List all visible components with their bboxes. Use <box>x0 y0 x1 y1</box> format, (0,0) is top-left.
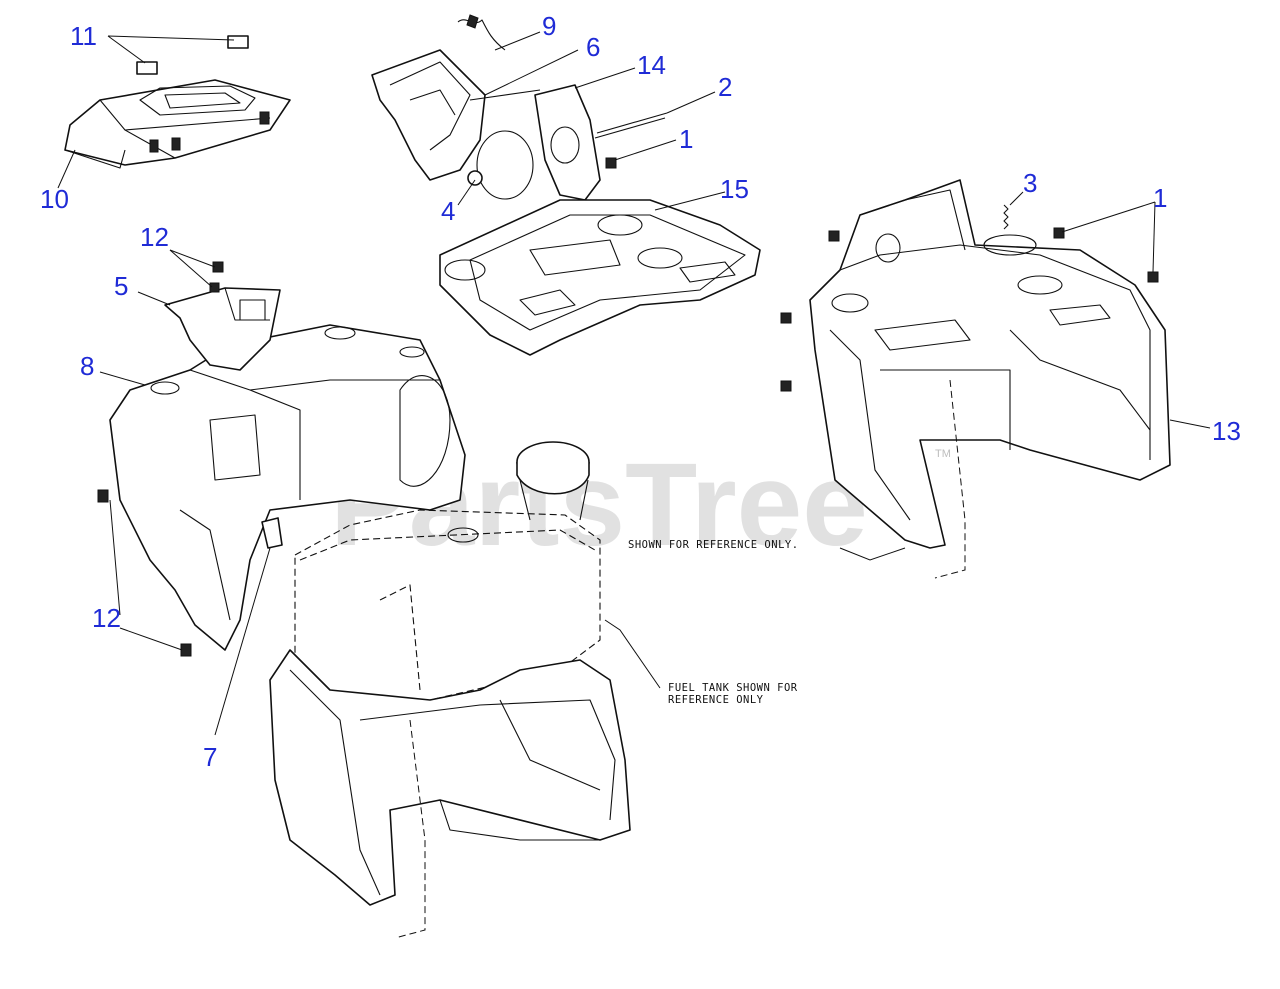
ref-cable-right <box>934 379 966 579</box>
ref-cable-left <box>394 719 426 939</box>
part-bolt-1c <box>1147 271 1159 283</box>
note-fuel-tank-line1: FUEL TANK SHOWN FOR <box>668 682 798 694</box>
part-screw-12c <box>97 489 109 503</box>
part-screw-12b <box>209 282 220 293</box>
part-frame-plate <box>439 199 761 356</box>
callout-11: 11 <box>70 21 97 51</box>
callout-8: 8 <box>80 351 94 381</box>
callout-14: 14 <box>637 50 666 80</box>
callout-7: 7 <box>203 742 217 772</box>
part-bolt-r1 <box>828 230 840 242</box>
note-fuel-tank-line2: REFERENCE ONLY <box>668 694 764 706</box>
part-rear-frame <box>809 179 1171 549</box>
part-spring-10 <box>457 14 506 51</box>
part-bolt-1b <box>1053 227 1065 239</box>
callout-6: 6 <box>586 32 600 62</box>
callout-4: 4 <box>441 196 455 226</box>
callout-12-top: 12 <box>140 222 169 252</box>
part-clip-4 <box>467 170 483 186</box>
callout-9: 10 <box>40 184 69 214</box>
part-bolt-1a <box>605 157 617 169</box>
part-clip-7 <box>261 517 283 549</box>
part-screw-12a <box>212 261 224 273</box>
part-bracket-5 <box>164 287 281 371</box>
callout-15: 15 <box>720 174 749 204</box>
part-hood-shell <box>109 324 466 651</box>
callout-3: 3 <box>1023 168 1037 198</box>
part-top-cover <box>64 35 291 169</box>
callout-12-bottom: 12 <box>92 603 121 633</box>
ref-lower-shroud <box>269 649 631 906</box>
callout-13: 13 <box>1212 416 1241 446</box>
part-rod <box>594 112 668 139</box>
callout-5: 5 <box>114 271 128 301</box>
callout-1-top: 1 <box>679 124 693 154</box>
callout-2: 2 <box>718 72 732 102</box>
part-bolt-r2 <box>780 312 792 324</box>
part-spring-3 <box>1003 204 1009 230</box>
leader-lines <box>57 31 1211 736</box>
watermark-trademark: TM <box>935 448 951 460</box>
part-dash-bracket <box>371 49 601 201</box>
note-shown-for-reference: SHOWN FOR REFERENCE ONLY. <box>628 539 799 551</box>
part-bolt-r3 <box>780 380 792 392</box>
callout-10: 9 <box>542 11 556 41</box>
callout-1-right: 1 <box>1153 183 1167 213</box>
part-screw-12d <box>180 643 192 657</box>
